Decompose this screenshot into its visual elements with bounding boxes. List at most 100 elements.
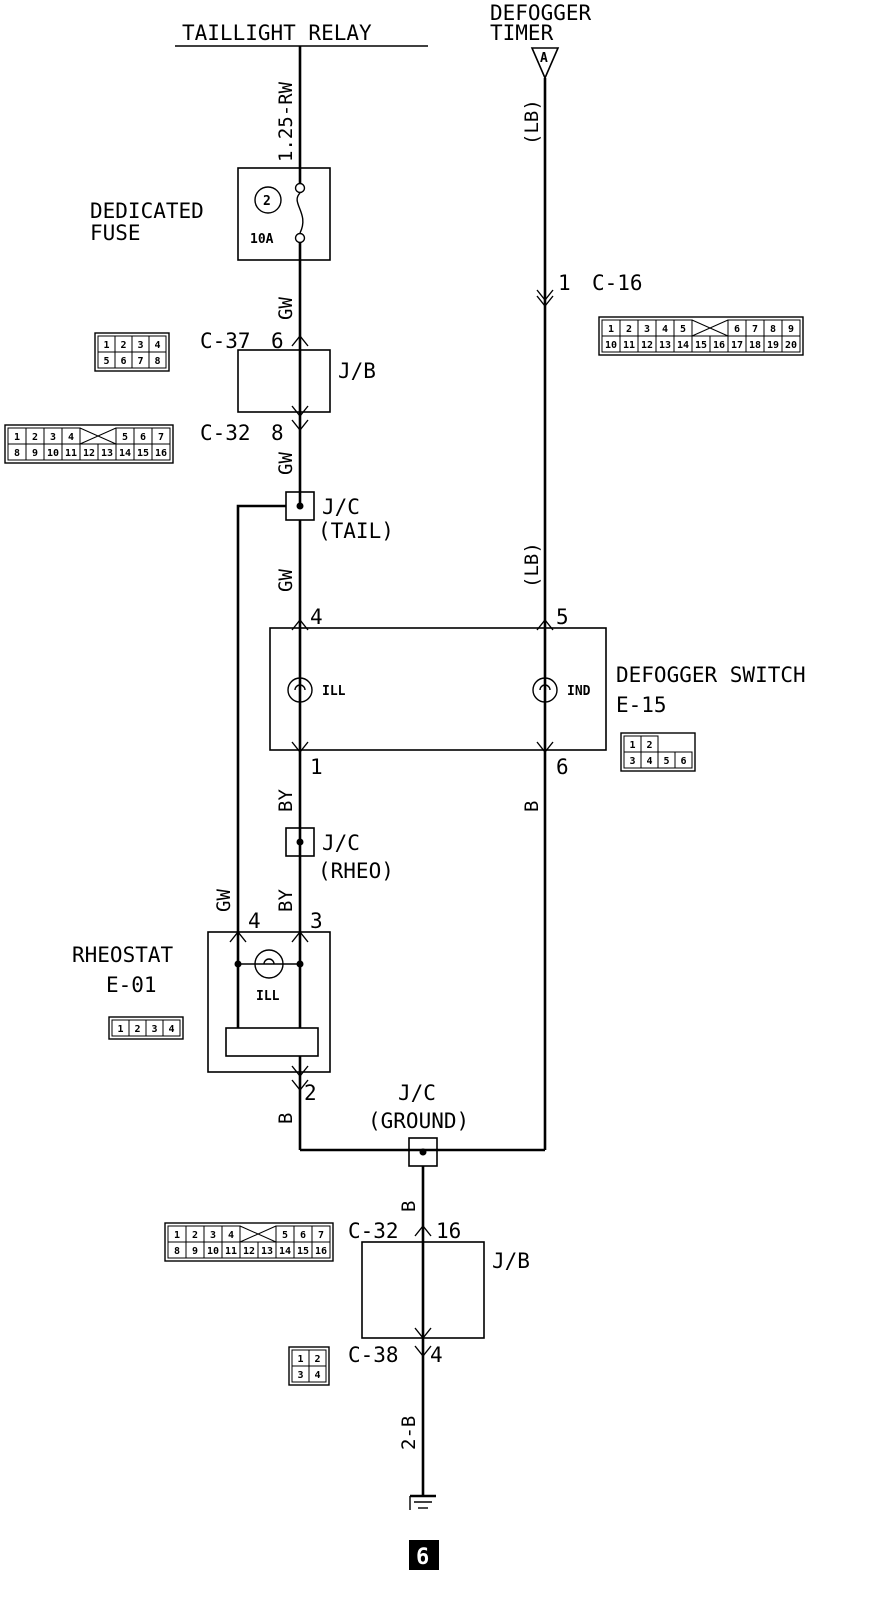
connector-cell-label: 12	[641, 340, 653, 351]
connector-cell-label: 6	[680, 756, 686, 767]
connector-cell	[308, 1365, 327, 1383]
ill-lamp-icon	[287, 677, 313, 703]
connector-cell-label: 1	[608, 324, 614, 335]
rheostat-resistor	[225, 1027, 319, 1057]
jb-top-label: J/B	[338, 359, 376, 383]
connector-cell-label: 6	[300, 1230, 306, 1241]
connector-cell-label: 5	[122, 432, 128, 443]
connector-cell-label: 14	[279, 1246, 291, 1257]
connector-cell-label: 10	[207, 1246, 219, 1257]
connector-cell-label: 7	[137, 356, 143, 367]
connector-cell-label: 3	[137, 340, 143, 351]
connector-cell-label: 16	[713, 340, 725, 351]
rheostat-id: E-01	[106, 973, 157, 997]
c37-pin: 6	[271, 329, 284, 353]
c32-bottom-pin: 16	[436, 1219, 461, 1243]
defogger-switch-label: DEFOGGER SWITCH	[616, 663, 806, 687]
connector-cell-label: 12	[83, 448, 95, 459]
c37-label: C-37	[200, 329, 251, 353]
wire-b-label-3: B	[398, 1201, 420, 1212]
connector-cell-label: 9	[788, 324, 794, 335]
connector-cell-label: 3	[644, 324, 650, 335]
connector-cell-label: 9	[192, 1246, 198, 1257]
jc-rheo-box	[285, 827, 315, 857]
connector-cell	[781, 335, 801, 353]
dedicated-fuse-label-1: DEDICATED	[90, 199, 204, 223]
connector-cell-label: 11	[65, 448, 77, 459]
dedicated-fuse-label-2: FUSE	[90, 221, 141, 245]
jb-bottom-label: J/B	[492, 1249, 530, 1273]
connector-cell-label: 20	[785, 340, 797, 351]
wire-b-label-2: B	[521, 801, 543, 812]
jc-ground-label: J/C	[398, 1081, 436, 1105]
c32-bottom-label: C-32	[348, 1219, 399, 1243]
connector-cell-label: 14	[677, 340, 689, 351]
wire-gw-label-4: GW	[213, 889, 235, 912]
connector-cell	[151, 443, 171, 461]
connector-cell-label: 4	[646, 756, 652, 767]
connector-cell-label: 4	[228, 1230, 234, 1241]
connector-cell-label: 4	[314, 1370, 320, 1381]
defogger-switch-id: E-15	[616, 693, 667, 717]
connector-cell-label: 1	[629, 740, 635, 751]
sw-ind-label: IND	[567, 684, 591, 699]
connector-cell-label: 1	[297, 1354, 303, 1365]
connector-cell-label: 10	[605, 340, 617, 351]
c16-label: C-16	[592, 271, 643, 295]
connector-cell-label: 2	[134, 1024, 140, 1035]
connector-cell-label: 16	[155, 448, 167, 459]
fuse-element-icon	[296, 192, 304, 234]
connector-cell-label: 15	[297, 1246, 309, 1257]
connector-cell-label: 1	[174, 1230, 180, 1241]
connector-cell-label: 19	[767, 340, 779, 351]
ground-point-number: 6	[416, 1545, 429, 1570]
connector-cell-label: 11	[225, 1246, 237, 1257]
connector-cell-label: 12	[243, 1246, 255, 1257]
fuse-rating: 10A	[250, 232, 274, 247]
wire-gw-label-3: GW	[275, 569, 297, 592]
connector-a-label: A	[540, 51, 548, 66]
connector-cell-label: 7	[318, 1230, 324, 1241]
connector-cell-label: 13	[101, 448, 113, 459]
wire-2b-label: 2-B	[398, 1416, 420, 1450]
wire-lb-label-2: (LB)	[521, 542, 543, 588]
wire-by-label-2: BY	[275, 889, 297, 912]
c32-top-pin: 8	[271, 421, 284, 445]
connector-cell-label: 7	[158, 432, 164, 443]
connector-cell-label: 8	[154, 356, 160, 367]
connector-cell-label: 14	[119, 448, 131, 459]
rheostat-lamp-icon	[254, 949, 284, 979]
connector-cell-label: 7	[752, 324, 758, 335]
fuse-number-circle	[254, 186, 282, 214]
connector-cell-label: 2	[646, 740, 652, 751]
fuse-terminal-top	[294, 182, 306, 194]
connector-cell-label: 4	[68, 432, 74, 443]
wire-b-label-1: B	[275, 1113, 297, 1124]
connector-cell-label: 2	[120, 340, 126, 351]
connector-cell-label: 18	[749, 340, 761, 351]
dedicated-fuse-box	[237, 167, 331, 261]
wire-rw-label: 1.25-RW	[275, 81, 297, 162]
connector-cell-label: 5	[103, 356, 109, 367]
wire-lb-label-1: (LB)	[521, 99, 543, 145]
jc-rheo-sub: (RHEO)	[318, 859, 394, 883]
fuse-terminal-bottom	[294, 232, 306, 244]
connector-a-symbol	[530, 47, 560, 81]
c32-top-label: C-32	[200, 421, 251, 445]
connector-cell-label: 1	[103, 340, 109, 351]
connector-cell-label: 1	[117, 1024, 123, 1035]
connector-cell-label: 6	[734, 324, 740, 335]
connector-cell-label: 3	[50, 432, 56, 443]
fuse-number: 2	[263, 194, 271, 209]
arrow-c32-top	[291, 405, 309, 418]
connector-cell-label: 13	[261, 1246, 273, 1257]
connector-cell-label: 8	[174, 1246, 180, 1257]
defogger-switch-box	[269, 627, 607, 751]
connector-cell-label: 5	[680, 324, 686, 335]
